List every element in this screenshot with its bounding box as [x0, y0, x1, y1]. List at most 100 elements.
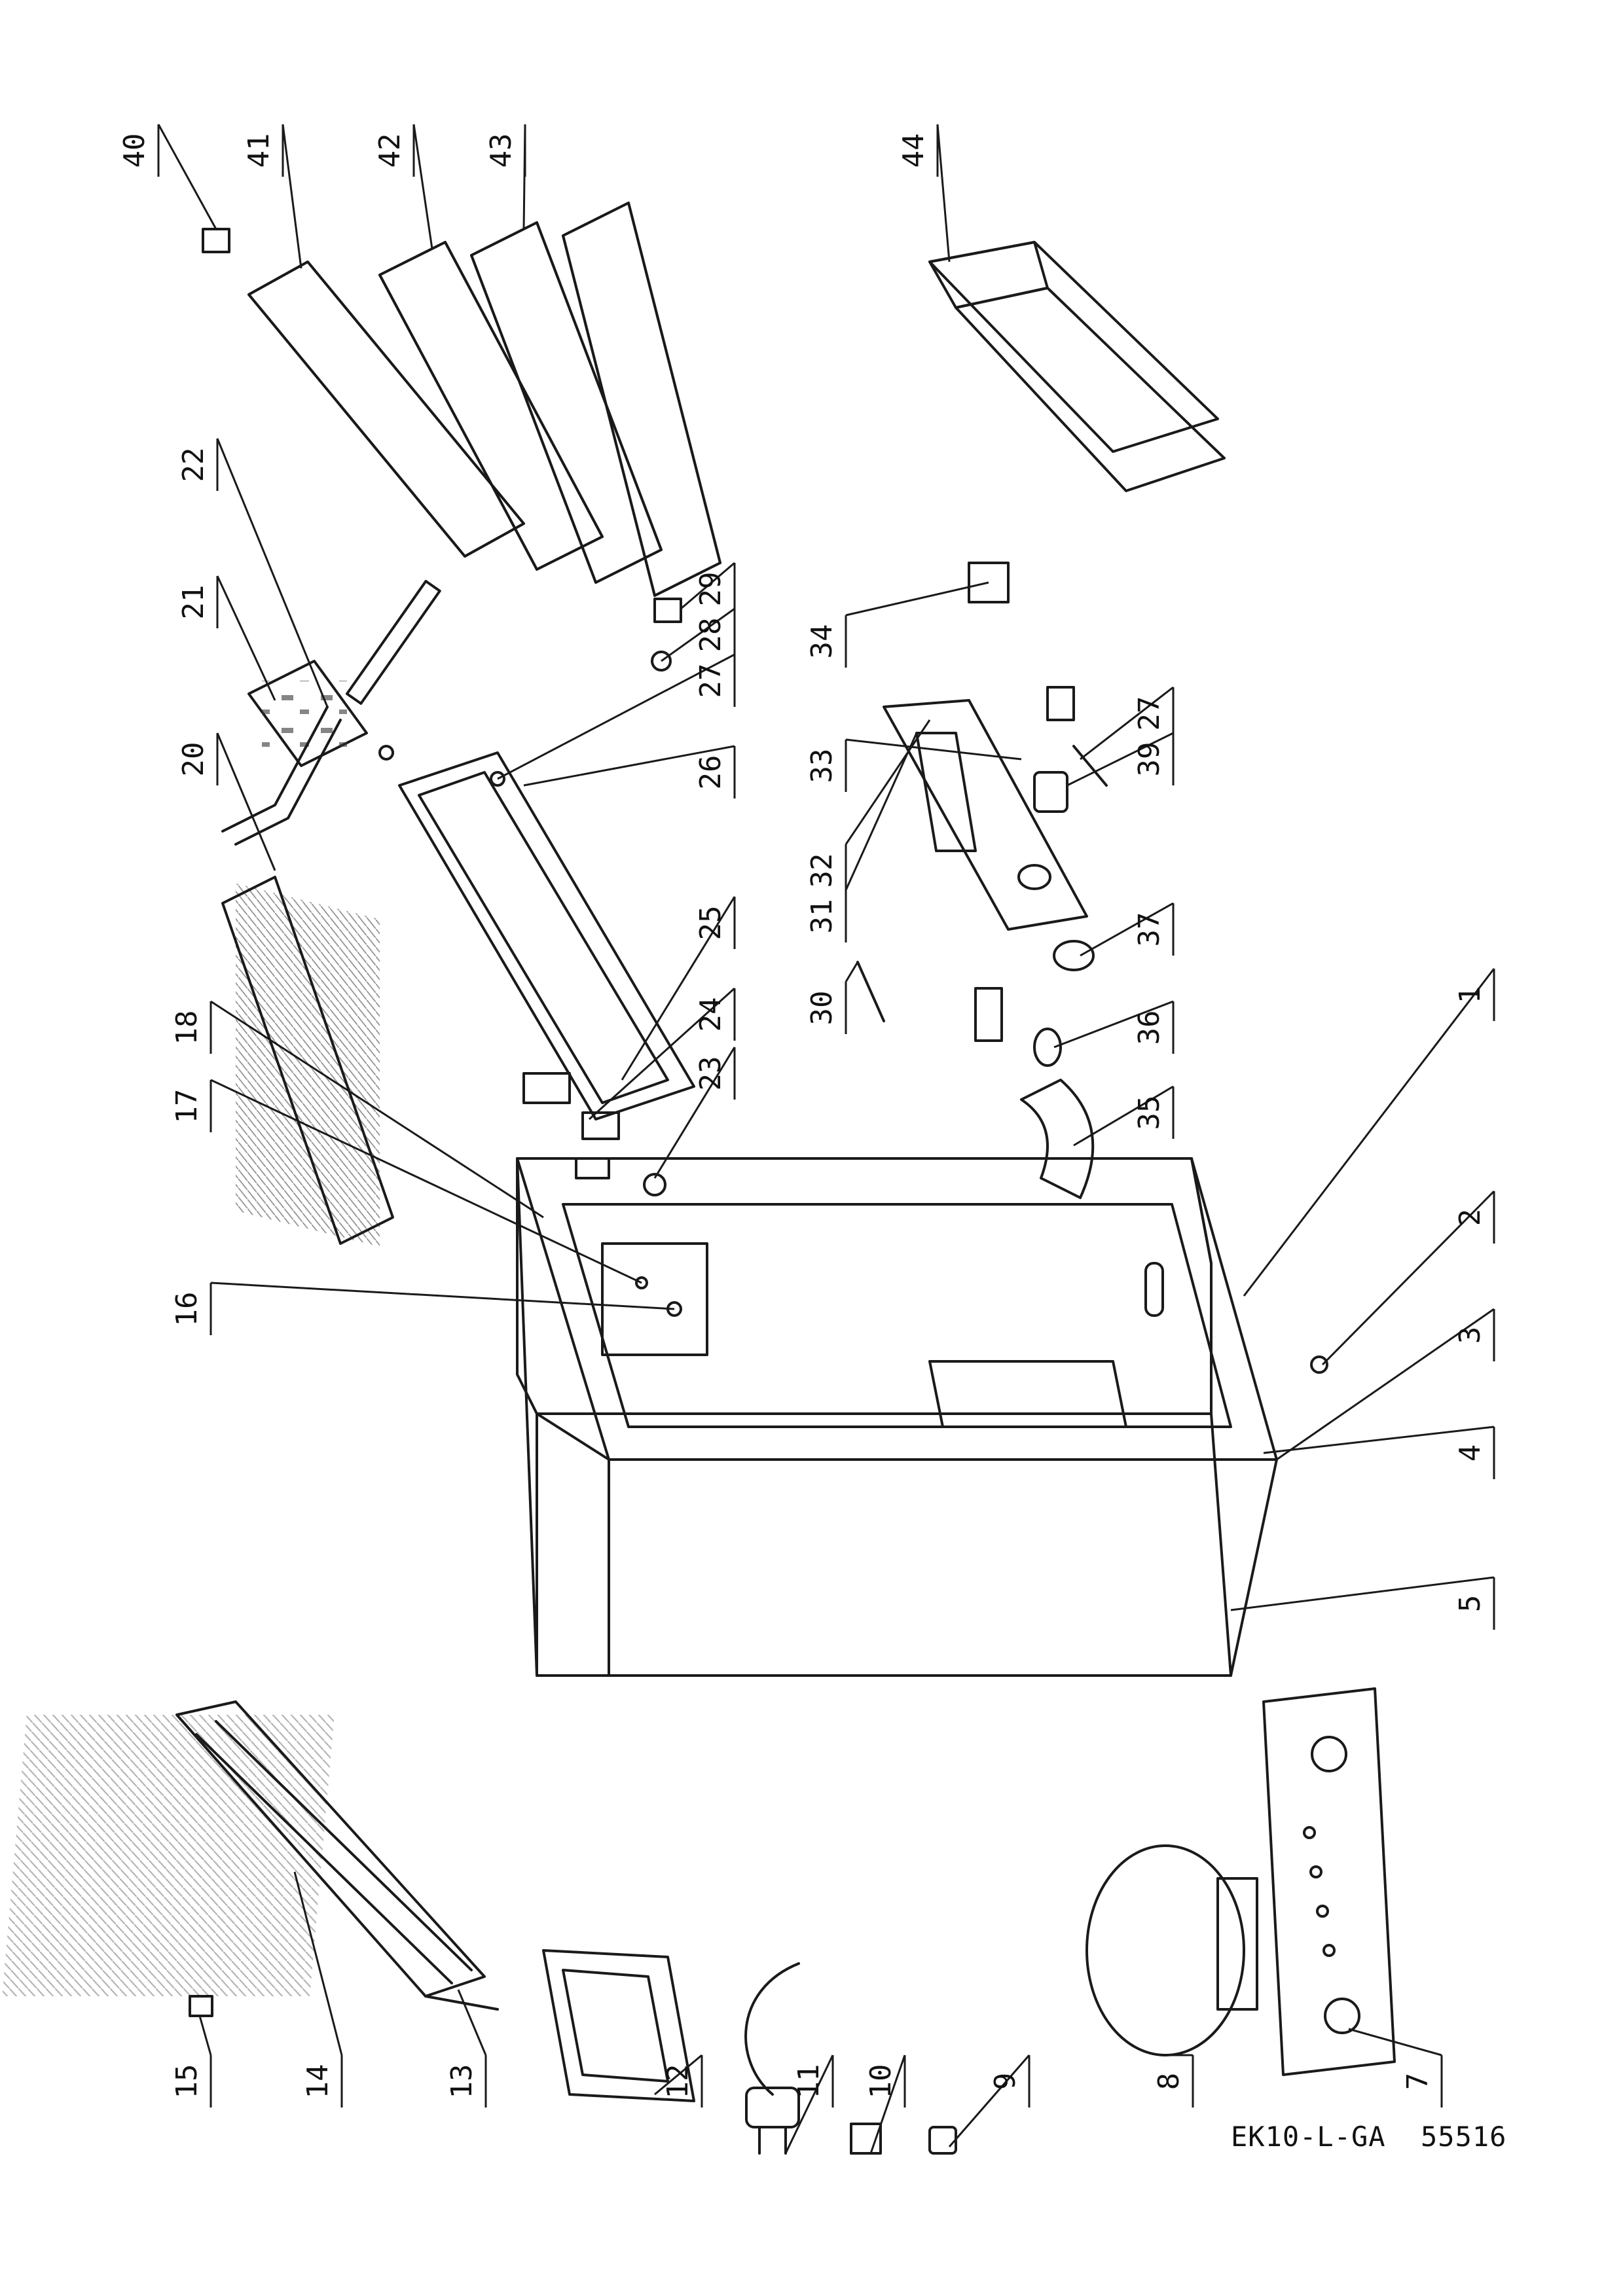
- glass-shelf: [562, 202, 721, 597]
- callout-number: 14: [301, 2064, 335, 2099]
- callout-number: 41: [242, 134, 276, 168]
- crisper-drawer: [928, 241, 1226, 492]
- callout-leader: [869, 2054, 906, 2154]
- callout-number: 9: [989, 2073, 1022, 2090]
- drier-filter-icon: [189, 1995, 213, 2017]
- hinge-bushing-icon: [651, 651, 672, 672]
- thermostat-housing: [883, 699, 1088, 931]
- callout-leader: [216, 438, 329, 708]
- callout-leader: [948, 2054, 1030, 2147]
- callout-number: 7: [1401, 2073, 1434, 2090]
- wire-shelf: [221, 876, 394, 1247]
- callout-leader: [1053, 1000, 1174, 1049]
- callout-number: 2: [1453, 1209, 1487, 1227]
- callout-number: 18: [170, 1011, 204, 1045]
- callout-number: 44: [897, 134, 930, 168]
- callout-number: 39: [1133, 742, 1166, 777]
- callout-leader: [845, 738, 1022, 761]
- callout-leader: [457, 1989, 487, 2056]
- cap-icon: [1033, 771, 1068, 813]
- light-shield: [1020, 1079, 1095, 1199]
- power-cord-plug: [744, 1962, 800, 2155]
- bracket-icon: [653, 598, 682, 623]
- callout-leader: [198, 2015, 212, 2056]
- callout-leader: [157, 124, 217, 230]
- ice-tray-holder: [221, 706, 342, 846]
- callout-leader: [1276, 1308, 1495, 1461]
- screw-icon: [1072, 745, 1108, 787]
- callout-number: 10: [864, 2064, 898, 2099]
- callout-leader: [523, 745, 735, 787]
- callout-leader: [1321, 1190, 1495, 1366]
- callout-number: 31: [805, 899, 839, 934]
- ice-tray: [247, 660, 368, 767]
- callout-leader: [412, 124, 433, 249]
- model-code: EK10-L-GA: [1231, 2121, 1386, 2153]
- callout-leader: [1263, 1426, 1495, 1454]
- cabinet-body: [516, 1157, 1328, 1677]
- callout-leader: [1080, 902, 1174, 957]
- glass-shelf: [470, 221, 663, 584]
- callout-leader: [845, 732, 918, 891]
- callout-leader: [282, 124, 302, 269]
- callout-number: 8: [1152, 2073, 1186, 2090]
- callout-leader: [1243, 968, 1495, 1297]
- compressor: [1085, 1844, 1258, 2056]
- condenser-coil: [2, 1700, 499, 2011]
- callout-number: 23: [694, 1056, 727, 1091]
- glass-shelf: [247, 260, 525, 558]
- callout-number: 27: [1133, 696, 1166, 731]
- callout-leader: [497, 653, 735, 780]
- callout-leader: [621, 896, 736, 1081]
- callout-number: 21: [177, 585, 210, 620]
- callout-leader: [1067, 732, 1174, 787]
- callout-leader: [210, 1079, 642, 1284]
- callout-leader: [1073, 1085, 1174, 1147]
- callout-leader: [845, 719, 931, 845]
- callout-number: 24: [694, 997, 727, 1032]
- callout-number: 20: [177, 742, 210, 777]
- door-stop-icon: [575, 1157, 610, 1179]
- callout-number: 4: [1453, 1444, 1487, 1462]
- callout-number: 33: [805, 749, 839, 783]
- callout-leader: [654, 2054, 702, 2096]
- callout-number: 42: [373, 134, 407, 168]
- callout-number: 3: [1453, 1327, 1487, 1344]
- callout-leader: [1230, 1576, 1495, 1611]
- callout-leader: [784, 2054, 834, 2154]
- shelf-clip-icon: [202, 228, 230, 253]
- callout-leader: [653, 1047, 736, 1179]
- callout-number: 43: [484, 134, 518, 168]
- callout-number: 32: [805, 853, 839, 888]
- callout-number: 34: [805, 624, 839, 659]
- callout-number: 16: [170, 1292, 204, 1327]
- connector-icon: [968, 562, 1010, 603]
- callout-number: 35: [1133, 1096, 1166, 1130]
- callout-number: 37: [1133, 912, 1166, 947]
- door-handle-icon: [581, 1111, 620, 1140]
- callout-leader: [210, 1000, 544, 1219]
- callout-number: 15: [170, 2064, 204, 2099]
- callout-number: 17: [170, 1089, 204, 1124]
- callout-leader: [210, 1282, 675, 1310]
- lamp-bulb-icon: [1033, 1028, 1062, 1067]
- glass-shelf: [378, 241, 604, 571]
- callout-leader: [216, 732, 276, 871]
- callout-labels: 1234578910111213141516171820212223242526…: [118, 124, 1495, 2154]
- callout-number: 11: [792, 2064, 826, 2099]
- callout-leader: [293, 1871, 343, 2056]
- lamp-cover-icon: [974, 987, 1003, 1042]
- door-hinge-bar: [346, 579, 505, 787]
- callout-number: 1: [1453, 986, 1487, 1004]
- callout-number: 36: [1133, 1011, 1166, 1045]
- leveling-foot-icon: [1144, 1262, 1164, 1317]
- callout-number: 30: [805, 991, 839, 1026]
- callout-leader: [216, 575, 276, 701]
- callout-leader: [1080, 686, 1174, 761]
- base-plate: [1262, 1687, 1396, 2076]
- callout-number: 13: [445, 2064, 479, 2099]
- callout-leader: [1348, 2028, 1442, 2056]
- hinge-pin-icon: [643, 1173, 666, 1196]
- callout-number: 22: [177, 448, 210, 482]
